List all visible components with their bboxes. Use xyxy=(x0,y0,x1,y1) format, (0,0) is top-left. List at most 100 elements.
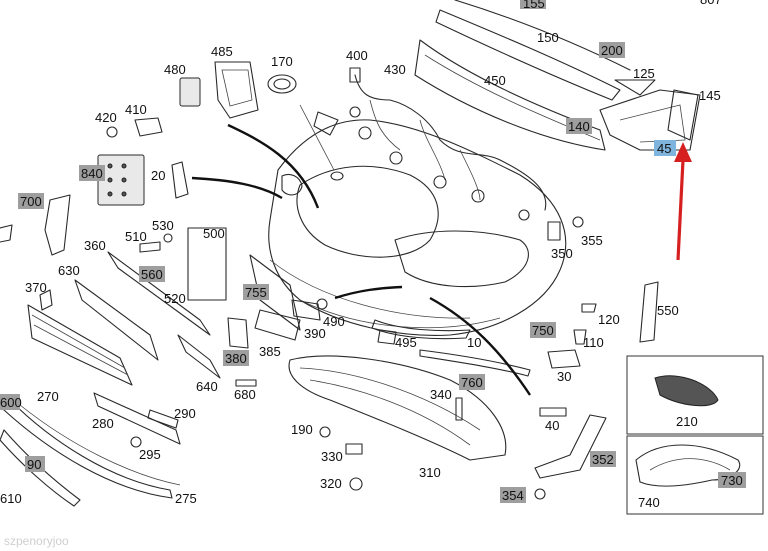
part-354 xyxy=(534,488,546,500)
label-510: 510 xyxy=(125,229,147,244)
part-labels: 155 150 200 125 145 450 140 45 485 480 1… xyxy=(0,0,746,510)
label-560: 560 xyxy=(141,267,163,282)
label-125: 125 xyxy=(633,66,655,81)
label-280: 280 xyxy=(92,416,114,431)
lower-parts xyxy=(0,319,607,507)
label-700: 700 xyxy=(20,194,42,209)
part-310 xyxy=(288,355,507,461)
right-parts xyxy=(547,216,659,345)
part-530 xyxy=(163,233,173,243)
label-295: 295 xyxy=(139,447,161,462)
part-340 xyxy=(455,397,463,421)
label-480: 480 xyxy=(164,62,186,77)
label-340: 340 xyxy=(430,387,452,402)
label-120: 120 xyxy=(598,312,620,327)
part-420 xyxy=(106,126,118,138)
label-750: 750 xyxy=(532,323,554,338)
label-354: 354 xyxy=(502,488,524,503)
label-275: 275 xyxy=(175,491,197,506)
part-380 xyxy=(227,317,249,349)
part-355 xyxy=(572,216,584,228)
part-20 xyxy=(171,161,189,199)
label-290: 290 xyxy=(174,406,196,421)
label-550: 550 xyxy=(657,303,679,318)
label-420: 420 xyxy=(95,110,117,125)
part-275 xyxy=(3,399,173,499)
label-495: 495 xyxy=(395,335,417,350)
label-430: 430 xyxy=(384,62,406,77)
part-480 xyxy=(179,77,201,107)
label-520: 520 xyxy=(164,291,186,306)
label-755: 755 xyxy=(245,285,267,300)
label-490: 490 xyxy=(323,314,345,329)
mid-left-parts xyxy=(27,227,328,387)
label-630: 630 xyxy=(58,263,80,278)
label-380: 380 xyxy=(225,351,247,366)
part-370 xyxy=(27,304,133,386)
label-350: 350 xyxy=(551,246,573,261)
inset-box-730 xyxy=(626,435,764,515)
label-360: 360 xyxy=(84,238,106,253)
label-840: 840 xyxy=(81,166,103,181)
label-140: 140 xyxy=(568,119,590,134)
label-355: 355 xyxy=(581,233,603,248)
part-330 xyxy=(345,443,363,455)
label-110: 110 xyxy=(583,335,604,350)
part-495 xyxy=(377,329,397,345)
label-330: 330 xyxy=(321,449,343,464)
label-450: 450 xyxy=(484,73,506,88)
watermark: szpenoryjoo xyxy=(4,534,69,548)
label-610: 610 xyxy=(0,491,22,506)
part-110 xyxy=(573,329,587,345)
part-120 xyxy=(581,303,597,313)
part-485 xyxy=(214,61,259,119)
part-190 xyxy=(319,426,331,438)
part-170 xyxy=(267,74,297,94)
label-530: 530 xyxy=(152,218,174,233)
part-700 xyxy=(44,194,71,256)
label-680: 680 xyxy=(234,387,256,402)
label-310: 310 xyxy=(419,465,441,480)
label-740: 740 xyxy=(638,495,660,510)
label-150: 150 xyxy=(537,30,559,45)
upper-left-parts xyxy=(0,61,297,256)
part-320 xyxy=(349,477,363,491)
part-40 xyxy=(539,407,567,417)
label-170: 170 xyxy=(271,54,293,69)
label-155: 155 xyxy=(523,0,545,11)
part-490 xyxy=(371,319,471,340)
part-360 xyxy=(107,251,211,336)
label-200: 200 xyxy=(601,43,623,58)
label-390: 390 xyxy=(304,326,326,341)
part-295 xyxy=(130,436,142,448)
part-390 xyxy=(291,299,321,321)
wiring-harness xyxy=(349,67,547,221)
label-600: 600 xyxy=(0,395,22,410)
label-807: 807 xyxy=(700,0,722,7)
part-630 xyxy=(74,279,159,361)
bumper-cover xyxy=(268,111,567,336)
part-680 xyxy=(235,379,257,387)
label-10: 10 xyxy=(467,335,481,350)
label-400: 400 xyxy=(346,48,368,63)
leader-lines xyxy=(191,104,531,396)
label-190: 190 xyxy=(291,422,313,437)
label-270: 270 xyxy=(37,389,59,404)
red-arrow xyxy=(674,142,692,261)
inset-boxes xyxy=(626,355,764,515)
label-370: 370 xyxy=(25,280,47,295)
label-410: 410 xyxy=(125,102,147,117)
part-550 xyxy=(639,281,659,343)
part-410 xyxy=(134,117,163,137)
part-500 xyxy=(187,227,227,301)
label-640: 640 xyxy=(196,379,218,394)
label-40: 40 xyxy=(545,418,559,433)
label-20: 20 xyxy=(151,168,165,183)
part-640 xyxy=(177,334,221,379)
label-730: 730 xyxy=(721,473,743,488)
label-500: 500 xyxy=(203,226,225,241)
label-485: 485 xyxy=(211,44,233,59)
part-510 xyxy=(139,241,161,253)
